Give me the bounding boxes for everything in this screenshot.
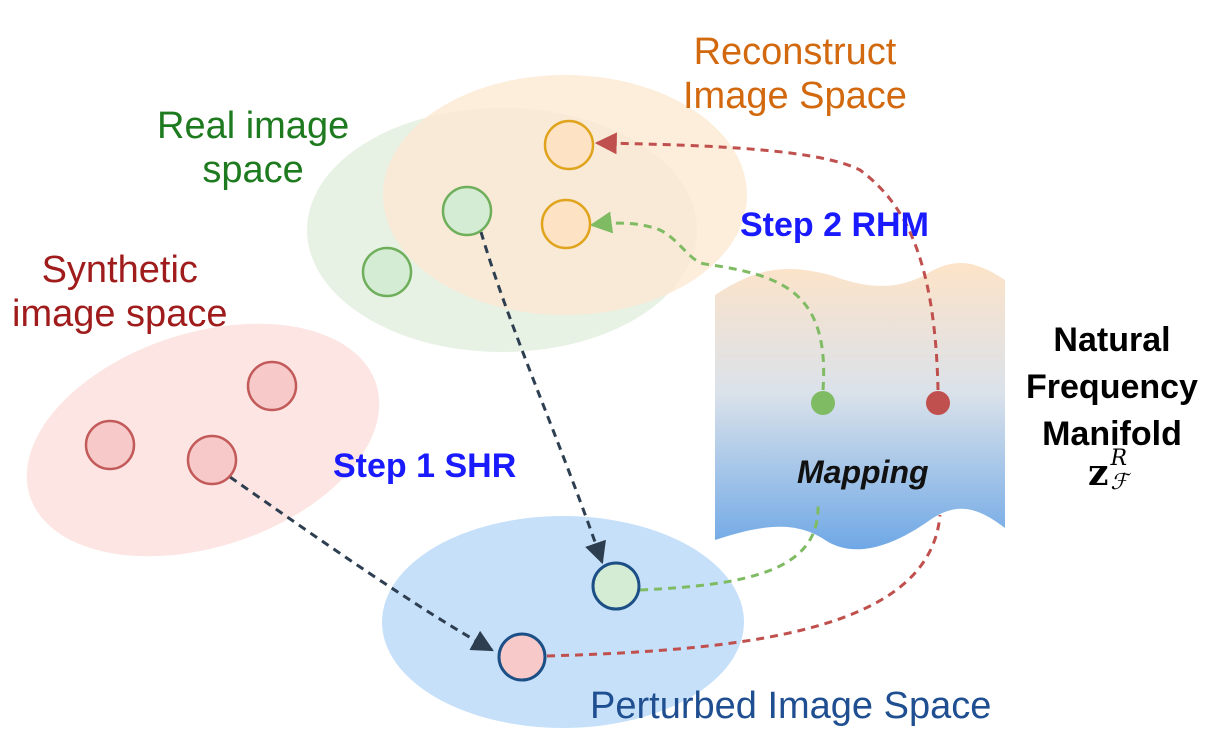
real-label-line2: space: [202, 149, 304, 192]
synthetic-node-3: [186, 434, 238, 486]
manifold-label: Natural Frequency Manifold: [1012, 317, 1212, 458]
reconstruct-space-region: [383, 75, 747, 315]
step2-label: Step 2 RHM: [740, 206, 929, 244]
manifold-label-line3: Manifold: [1042, 414, 1182, 453]
reconstruct-space-label: Reconstruct Image Space: [683, 30, 907, 119]
perturbed-node-green: [591, 561, 641, 611]
step2-arrow-green: [589, 211, 826, 391]
manifold-label-line1: Natural: [1053, 321, 1171, 359]
manifold-point-red: [926, 391, 950, 415]
step1-label: Step 1 SHR: [333, 447, 517, 485]
reconstruct-node-2: [540, 198, 592, 250]
mapping-label: Mapping: [797, 454, 929, 490]
step2-arrow-red: [594, 132, 940, 391]
real-node-1: [441, 185, 493, 237]
perturbed-node-red: [497, 632, 547, 682]
synthetic-node-2: [84, 419, 136, 471]
step1-arrow-real: [479, 231, 606, 565]
green-to-manifold-link: [639, 504, 820, 592]
synthetic-label-line1: Synthetic: [41, 249, 198, 291]
manifold-symbol-base: z: [1088, 452, 1109, 494]
step1-arrow-synthetic: [229, 475, 494, 652]
perturbed-space-region: [382, 516, 744, 728]
reconstruct-label-line1: Reconstruct: [693, 31, 897, 73]
manifold-point-green: [811, 391, 835, 415]
manifold-symbol-sub: ℱ: [1110, 470, 1128, 495]
synthetic-label-line2: image space: [12, 293, 228, 336]
manifold-symbol-sup: R: [1110, 446, 1128, 471]
synthetic-space-label: Synthetic image space: [12, 248, 227, 337]
perturbed-space-label: Perturbed Image Space: [590, 685, 992, 727]
real-node-2: [361, 246, 413, 298]
manifold-shape: [715, 262, 1005, 550]
reconstruct-label-line2: Image Space: [683, 75, 907, 118]
reconstruct-node-1: [543, 119, 595, 171]
real-label-line1: Real image: [157, 105, 350, 147]
red-to-manifold-link: [546, 514, 942, 658]
real-space-label: Real image space: [157, 104, 349, 193]
manifold-label-line2: Frequency: [1026, 367, 1198, 406]
synthetic-node-1: [246, 360, 298, 412]
